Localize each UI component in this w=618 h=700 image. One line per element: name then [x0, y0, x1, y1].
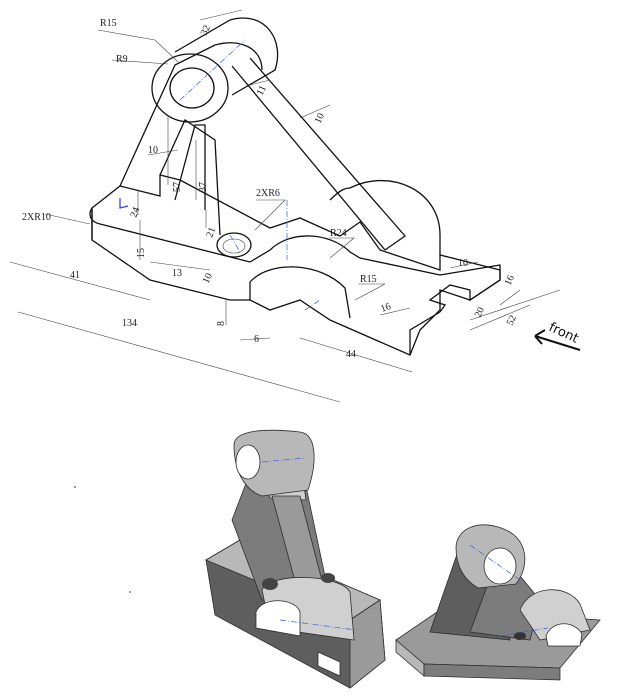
speck	[74, 486, 76, 488]
dim-16-b: 16	[503, 274, 517, 288]
dim-8: 8	[216, 321, 227, 326]
dim-10-web: 10	[148, 145, 158, 156]
dim-20: 20	[473, 306, 487, 320]
dim-37: 37	[198, 182, 209, 192]
dim-11: 11	[255, 84, 269, 97]
dim-10-slot: 10	[458, 258, 468, 269]
dim-16-a: 16	[379, 301, 392, 315]
dim-21: 21	[204, 226, 218, 239]
rendered-view-side	[395, 524, 601, 681]
hole-2xr6-label: 2XR6	[256, 188, 280, 199]
dim-10-hole: 10	[201, 272, 215, 286]
front-direction-arrow	[534, 329, 581, 351]
dim-134: 134	[122, 318, 137, 329]
dim-6: 6	[254, 334, 259, 345]
r24-label: R24	[330, 228, 347, 239]
isometric-drawing: R15 R9 2XR10 2XR6 R24 R15 32 11 10 10 57…	[9, 9, 581, 403]
dim-13: 13	[172, 268, 182, 279]
dim-57: 57	[172, 182, 183, 192]
dim-44: 44	[346, 349, 356, 360]
r15-bottom-label: R15	[360, 274, 377, 285]
fillet-2xr10-label: 2XR10	[22, 212, 51, 223]
dim-32: 32	[199, 24, 213, 38]
dim-41: 41	[70, 270, 80, 281]
dim-52: 52	[505, 314, 519, 328]
dim-10-rib: 10	[313, 112, 327, 126]
front-note: front	[546, 320, 580, 347]
rendered-view-front	[205, 429, 386, 689]
speck	[129, 591, 131, 593]
dim-24: 24	[128, 206, 142, 219]
r9-label: R9	[116, 54, 128, 65]
r15-top-label: R15	[100, 18, 117, 29]
dim-15: 15	[136, 248, 147, 258]
